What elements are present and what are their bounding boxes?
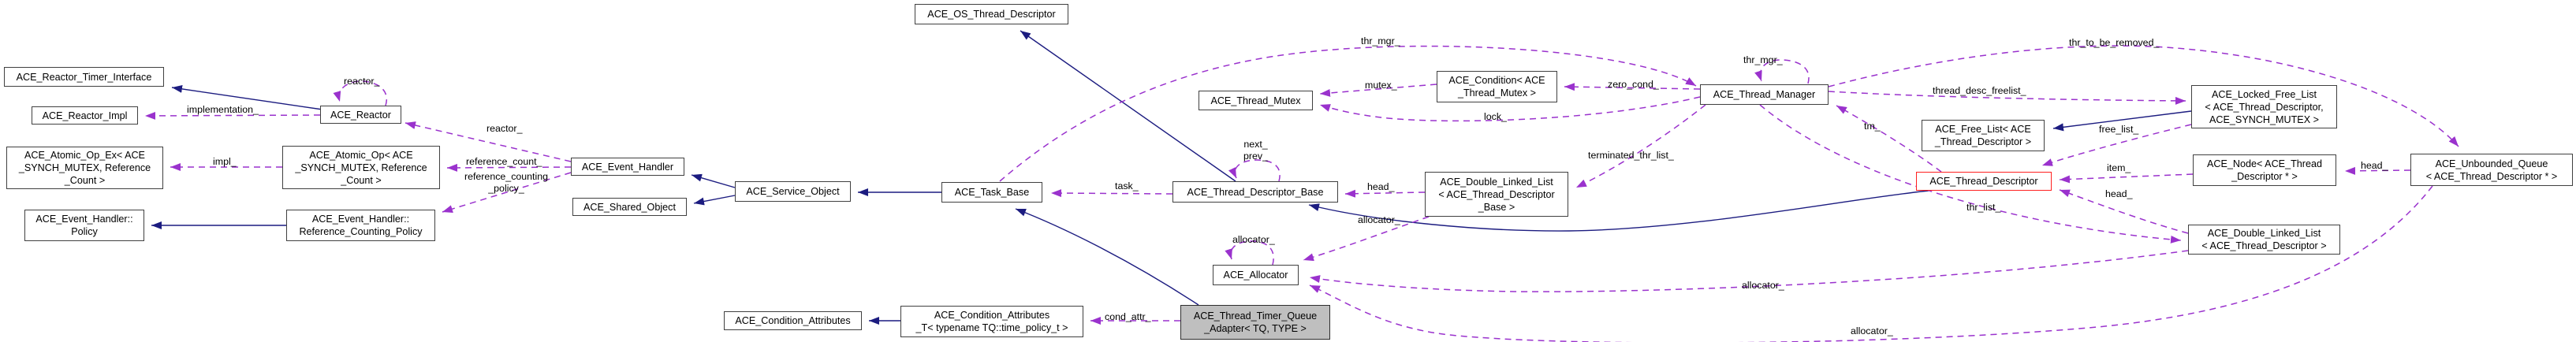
edge-use-item <box>2059 173 2194 184</box>
edge-label-reactor-self: reactor_ <box>344 76 380 87</box>
edge-inherit-service-object-to-event-handler <box>691 173 736 188</box>
edge-label-head-dll: head_ <box>2105 188 2133 199</box>
edge-label-free-list: free_list_ <box>2099 124 2139 135</box>
class-node-ace-double-linked-list-tdb[interactable]: ACE_Double_Linked_List < ACE_Thread_Desc… <box>1425 172 1568 217</box>
edge-use-tm <box>1836 105 1942 173</box>
edge-use-eh-reference-count <box>446 163 572 172</box>
edge-label-thr-mgr: thr_mgr_ <box>1361 35 1400 46</box>
class-node-ace-event-handler[interactable]: ACE_Event_Handler <box>571 158 684 176</box>
edge-use-tdb-self-loop <box>1228 159 1281 182</box>
edge-label-next-prev: next_ prev_ <box>1243 139 1268 162</box>
edge-label-thr-list: thr_list_ <box>1966 202 2001 213</box>
edge-use-head-dllb <box>1344 189 1426 198</box>
edge-inherit-service-object-to-shared-object <box>693 195 736 206</box>
edge-use-thr-mgr-arc <box>999 45 1697 182</box>
class-node-ace-double-linked-list-td[interactable]: ACE_Double_Linked_List < ACE_Thread_Desc… <box>2188 225 2340 255</box>
class-node-ace-condition-attributes-t[interactable]: ACE_Condition_Attributes _T< typename TQ… <box>900 306 1083 337</box>
edge-use-thr-list <box>1759 104 2182 243</box>
edge-label-task: task_ <box>1115 180 1139 191</box>
edge-use-allocator-from-dll <box>1309 250 2189 292</box>
edge-use-terminated-thr-list <box>1575 104 1706 188</box>
edge-label-allocator-uq: allocator_ <box>1851 325 1893 336</box>
edge-label-reference-counting-policy: reference_counting _policy_ <box>464 171 549 194</box>
class-node-ace-atomic-op-ex[interactable]: ACE_Atomic_Op_Ex< ACE _SYNCH_MUTEX, Refe… <box>6 147 163 189</box>
edge-label-mutex: mutex_ <box>1365 80 1397 91</box>
edge-label-terminated-thr-list: terminated_thr_list_ <box>1588 150 1674 161</box>
edge-label-thr-to-be-removed: thr_to_be_removed_ <box>2069 37 2160 48</box>
class-node-ace-os-thread-descriptor[interactable]: ACE_OS_Thread_Descriptor <box>915 4 1068 24</box>
class-node-ace-reactor-timer-interface[interactable]: ACE_Reactor_Timer_Interface <box>4 67 164 87</box>
class-node-ace-free-list[interactable]: ACE_Free_List< ACE _Thread_Descriptor > <box>1922 120 2045 151</box>
class-node-ace-thread-descriptor-base[interactable]: ACE_Thread_Descriptor_Base <box>1172 181 1338 203</box>
edge-inherit-adapter-to-task-base <box>1015 208 1199 306</box>
class-node-ace-event-handler-policy[interactable]: ACE_Event_Handler:: Policy <box>24 210 144 241</box>
edge-use-eh-reactor <box>404 121 572 162</box>
class-node-ace-reactor-impl[interactable]: ACE_Reactor_Impl <box>32 106 138 125</box>
edge-use-thread-manager-self-loop <box>1754 59 1810 84</box>
edge-inherit-td-to-tdb <box>1308 190 1929 232</box>
edge-use-reactor-self-loop <box>333 80 388 106</box>
class-node-ace-unbounded-queue[interactable]: ACE_Unbounded_Queue < ACE_Thread_Descrip… <box>2410 154 2573 186</box>
edge-inherit-reactor-to-reactor-timer-interface <box>171 84 323 110</box>
edge-label-allocator-dll: allocator_ <box>1742 280 1784 291</box>
edge-label-head-dllb: head_ <box>1367 181 1395 192</box>
class-node-ace-service-object[interactable]: ACE_Service_Object <box>735 181 851 202</box>
edge-use-task <box>1050 189 1173 198</box>
class-node-ace-allocator[interactable]: ACE_Allocator <box>1213 265 1299 285</box>
edge-label-allocator-dllb: allocator_ <box>1358 214 1400 225</box>
class-node-ace-condition-attributes[interactable]: ACE_Condition_Attributes <box>724 311 862 330</box>
class-node-ace-shared-object[interactable]: ACE_Shared_Object <box>572 198 687 216</box>
current-class-node-ace-thread-timer-queue-adapter: ACE_Thread_Timer_Queue _Adapter< TQ, TYP… <box>1180 305 1330 340</box>
class-node-ace-thread-manager[interactable]: ACE_Thread_Manager <box>1700 84 1829 105</box>
edge-label-head-uq: head_ <box>2361 160 2388 171</box>
class-node-ace-thread-mutex[interactable]: ACE_Thread_Mutex <box>1199 91 1313 110</box>
edge-label-impl: impl_ <box>213 156 237 167</box>
edge-use-eh-reference-counting-policy <box>442 172 572 213</box>
edge-label-reactor: reactor_ <box>486 123 523 134</box>
edge-use-free-list-member <box>2041 124 2192 166</box>
class-node-ace-atomic-op[interactable]: ACE_Atomic_Op< ACE _SYNCH_MUTEX, Referen… <box>282 146 440 189</box>
edge-label-zero-cond: zero_cond_ <box>1608 79 1659 90</box>
edge-label-tm: tm_ <box>1864 121 1881 132</box>
edge-label-item: item_ <box>2107 162 2131 173</box>
edge-inherit-locked-free-list-to-free-list <box>2052 110 2192 132</box>
class-node-ace-node[interactable]: ACE_Node< ACE_Thread _Descriptor * > <box>2193 154 2336 186</box>
edge-use-implementation <box>144 111 321 120</box>
edge-label-thread-desc-freelist: thread_desc_freelist_ <box>1933 85 2026 96</box>
class-node-ace-event-handler-reference-counting-policy[interactable]: ACE_Event_Handler:: Reference_Counting_P… <box>286 210 435 241</box>
edge-label-lock: lock_ <box>1484 111 1507 122</box>
edge-use-zero-cond <box>1564 83 1701 91</box>
edge-use-allocator-from-dllb <box>1303 216 1430 262</box>
edge-use-allocator-self-loop <box>1225 240 1274 266</box>
class-node-ace-task-base[interactable]: ACE_Task_Base <box>941 182 1042 203</box>
edge-label-reference-count: reference_count_ <box>466 156 542 167</box>
edge-use-lock <box>1319 96 1701 122</box>
class-node-ace-condition-thread-mutex[interactable]: ACE_Condition< ACE _Thread_Mutex > <box>1437 71 1557 102</box>
class-node-ace-locked-free-list[interactable]: ACE_Locked_Free_List < ACE_Thread_Descri… <box>2191 85 2337 128</box>
edge-label-implementation: implementation_ <box>187 104 259 115</box>
edge-label-allocator-self: allocator_ <box>1232 234 1275 245</box>
edge-use-head-dll <box>2059 189 2189 234</box>
edge-inherit-tdb-to-os-thread-descriptor <box>1020 30 1236 182</box>
edge-label-thr-mgr-self: thr_mgr_ <box>1743 54 1783 65</box>
edge-use-mutex <box>1319 84 1437 97</box>
edge-label-cond-attr: cond_attr_ <box>1105 311 1151 322</box>
class-node-ace-reactor[interactable]: ACE_Reactor <box>320 106 401 124</box>
class-node-ace-thread-descriptor[interactable]: ACE_Thread_Descriptor <box>1916 172 2052 191</box>
edge-use-thr-to-be-removed <box>1828 45 2459 147</box>
edge-use-thread-desc-freelist <box>1828 91 2186 105</box>
